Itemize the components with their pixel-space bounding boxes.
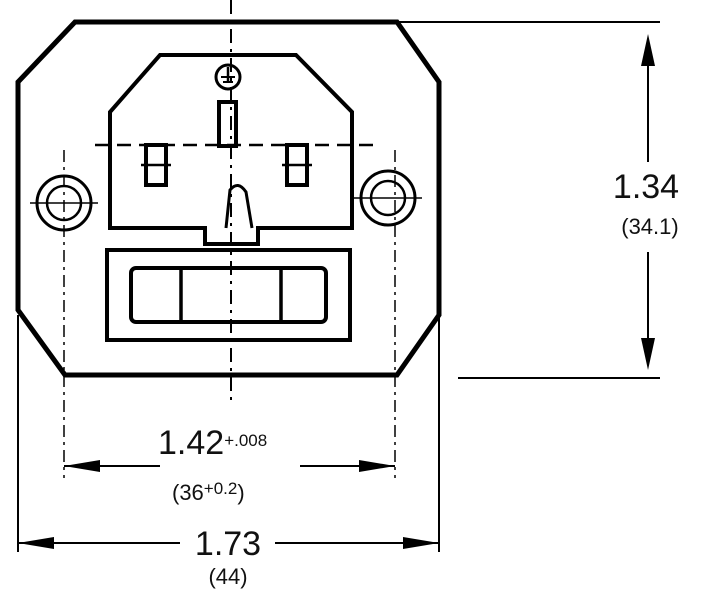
left-pin-slot [141, 143, 171, 187]
height-metric: (34.1) [621, 214, 678, 239]
height-arrow-bottom [641, 338, 655, 370]
fuse-drawer [105, 248, 352, 342]
housing-outline [15, 19, 442, 378]
mount-arrow-right [359, 460, 395, 472]
width-arrow-right [403, 537, 439, 549]
right-mounting-hole [354, 169, 422, 227]
socket-outline [108, 53, 354, 246]
fuse-icon [129, 266, 328, 324]
mount-arrow-left [64, 460, 100, 472]
mount-spacing-value: 1.42+.008 [158, 424, 267, 462]
socket-key-notch [224, 184, 254, 229]
width-arrow-left [18, 537, 54, 549]
height-arrow-top [641, 34, 655, 66]
earth-pin-slot [217, 100, 238, 148]
width-value: 1.73 [195, 525, 261, 563]
earth-ground-icon [214, 63, 242, 91]
right-pin-slot [282, 143, 312, 187]
width-metric: (44) [208, 564, 247, 589]
height-value: 1.34 [613, 168, 679, 206]
mount-spacing-metric: (36+0.2) [172, 479, 245, 505]
